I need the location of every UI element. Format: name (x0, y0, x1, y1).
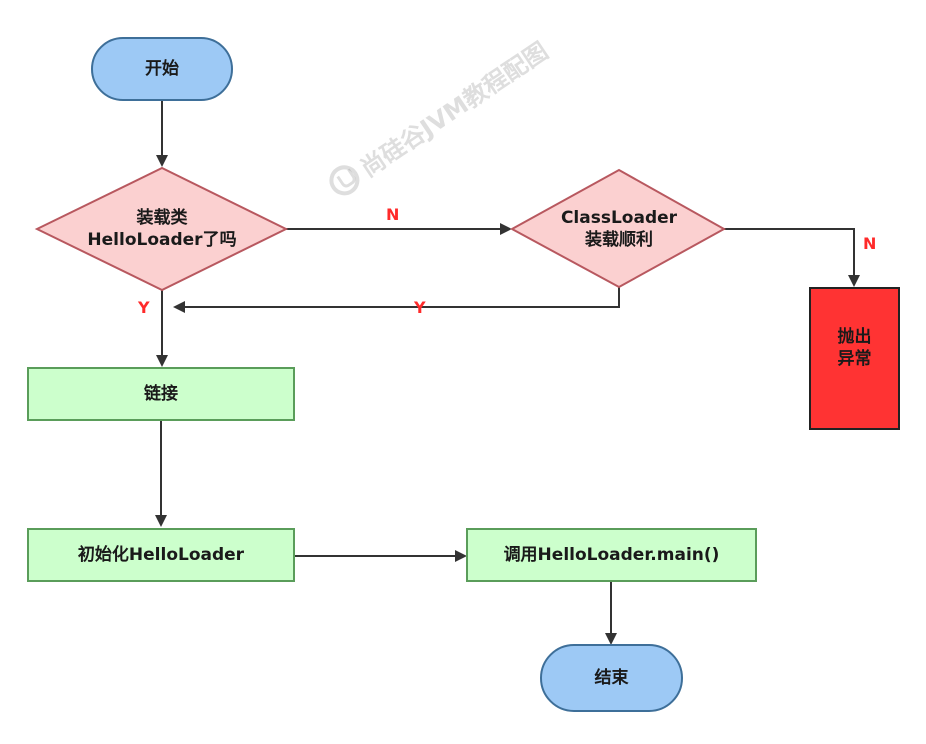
check-loaded-label: 装载类 HelloLoader了吗 (87, 208, 237, 250)
classloader-decision (509, 168, 727, 289)
edge-label-check-yes: Y (138, 298, 150, 317)
link-label: 链接 (144, 384, 178, 404)
init-node (27, 528, 295, 582)
edge-classloader-yes (173, 287, 620, 313)
call-main-label: 调用HelloLoader.main() (503, 545, 720, 565)
call-main-node (466, 528, 757, 582)
start-label: 开始 (145, 59, 179, 79)
check-loaded-decision (34, 166, 289, 292)
classloader-label: ClassLoader 装载顺利 (560, 208, 678, 250)
edge-classloader-to-throw (724, 228, 860, 287)
link-node (27, 367, 295, 421)
edge-label-classloader-yes: Y (414, 298, 426, 317)
init-label: 初始化HelloLoader (77, 545, 245, 565)
throw-exception-node (809, 287, 900, 430)
edge-label-check-no: N (386, 205, 400, 224)
edge-label-classloader-no: N (863, 234, 877, 253)
end-label: 结束 (594, 668, 629, 688)
start-node (91, 37, 233, 101)
throw-exception-label: 抛出 异常 (837, 327, 872, 369)
end-node (540, 644, 683, 712)
